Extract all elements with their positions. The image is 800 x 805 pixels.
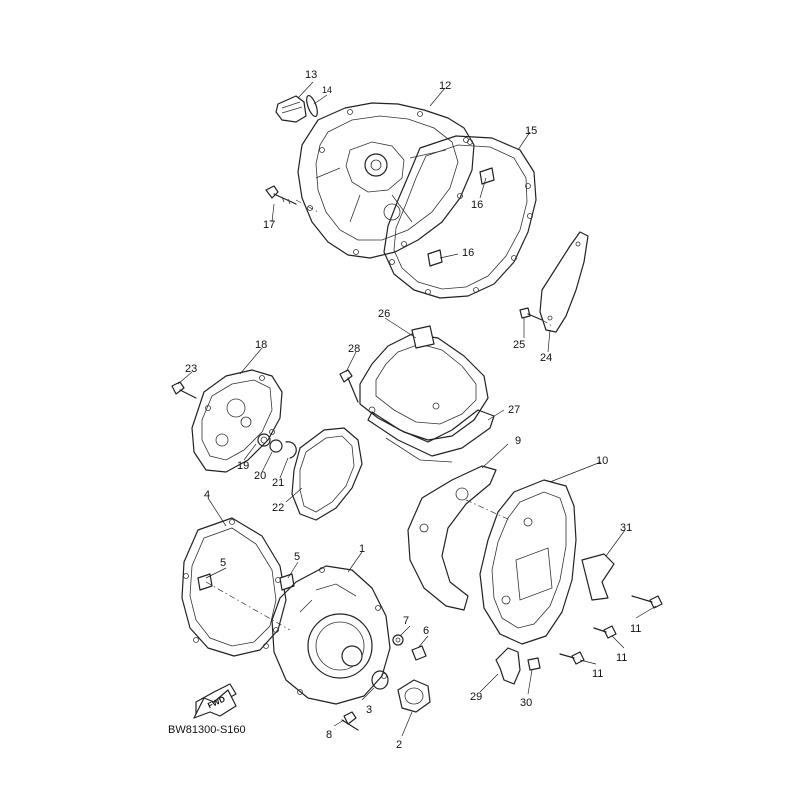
callout-8: 8 <box>326 729 332 741</box>
part-16-dowel-pin-b <box>427 249 443 267</box>
part-26-cover <box>359 325 489 441</box>
part-5-dowel-pin-a <box>197 573 213 591</box>
callout-23: 23 <box>185 363 197 375</box>
callout-numbers: 13 14 12 15 16 16 17 26 25 24 28 18 23 2… <box>185 69 641 751</box>
part-3-o-ring <box>371 670 389 690</box>
callout-24: 24 <box>540 352 552 364</box>
fwd-arrow: FWD <box>193 683 237 719</box>
callout-16a: 16 <box>471 199 483 211</box>
part-31-guide <box>581 553 615 601</box>
part-29-bracket <box>495 647 521 685</box>
callout-3: 3 <box>366 704 372 716</box>
callout-15: 15 <box>525 125 537 137</box>
part-16-dowel-pin-a <box>479 167 495 185</box>
part-8-bolt <box>341 711 359 731</box>
callout-27: 27 <box>508 404 520 416</box>
callout-13: 13 <box>305 69 317 81</box>
part-15-gasket <box>383 135 537 299</box>
part-11-bolt-b <box>593 625 617 639</box>
callout-5b: 5 <box>294 551 300 563</box>
callout-7: 7 <box>403 615 409 627</box>
part-13-filler-plug <box>275 95 307 123</box>
part-23-bolt <box>171 381 197 399</box>
diagram-code: BW81300-S160 <box>168 724 246 736</box>
part-6-bolt <box>411 645 427 661</box>
part-25-bolt <box>519 307 543 321</box>
callout-21: 21 <box>272 477 284 489</box>
callout-18: 18 <box>255 339 267 351</box>
callout-11b: 11 <box>616 652 627 664</box>
part-21-circlip <box>285 441 297 459</box>
part-12-clutch-cover <box>297 102 475 259</box>
callout-25: 25 <box>513 339 525 351</box>
part-7-washer <box>392 634 404 646</box>
callout-17: 17 <box>263 219 275 231</box>
part-11-bolt-c <box>559 651 585 665</box>
part-27-gasket <box>367 409 495 463</box>
callout-20: 20 <box>254 470 266 482</box>
part-4-gasket <box>181 517 287 657</box>
part-28-bolt <box>339 369 359 403</box>
part-17-bolt <box>265 185 297 205</box>
part-30-bolt <box>527 657 541 671</box>
callout-12: 12 <box>439 80 451 92</box>
callout-14: 14 <box>322 85 332 95</box>
callout-16b: 16 <box>462 247 474 259</box>
callout-31: 31 <box>620 522 632 534</box>
part-19-bearing <box>257 433 271 447</box>
callout-1: 1 <box>359 543 365 555</box>
part-10-sprocket-cover <box>479 479 577 645</box>
callout-30: 30 <box>520 697 532 709</box>
part-20-washer <box>269 439 283 453</box>
callout-4: 4 <box>204 489 210 501</box>
part-18-small-cover <box>191 369 283 473</box>
callout-26: 26 <box>378 308 390 320</box>
callout-5a: 5 <box>220 557 226 569</box>
alignment-lines <box>205 199 553 631</box>
callout-19: 19 <box>237 460 249 472</box>
part-24-cover-plate <box>539 231 589 333</box>
callout-11a: 11 <box>630 623 641 635</box>
callout-29: 29 <box>470 691 482 703</box>
part-11-bolt-a <box>631 595 663 609</box>
part-2-plug <box>397 679 431 713</box>
callout-2: 2 <box>396 739 402 751</box>
part-1-generator-cover <box>271 565 391 705</box>
callout-9: 9 <box>515 435 521 447</box>
leader-lines <box>177 81 657 737</box>
callout-11c: 11 <box>592 668 603 680</box>
part-9-bracket <box>407 465 497 611</box>
callout-28: 28 <box>348 343 360 355</box>
callout-10: 10 <box>596 455 608 467</box>
callout-22: 22 <box>272 502 284 514</box>
part-5-dowel-pin-b <box>279 573 295 591</box>
part-22-gasket <box>291 427 363 521</box>
part-14-o-ring <box>306 94 318 118</box>
callout-6: 6 <box>423 625 429 637</box>
